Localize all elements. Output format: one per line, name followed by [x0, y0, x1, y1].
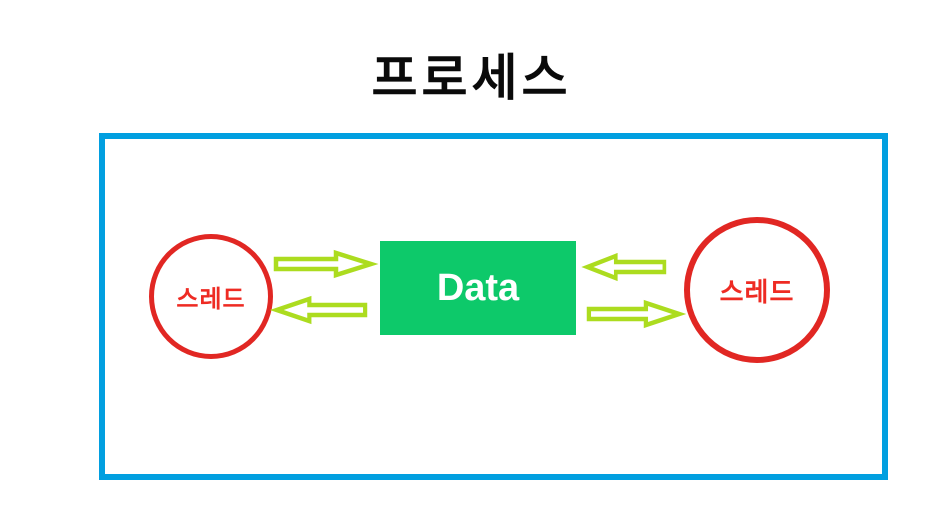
- arrow-right-thread-to-data-icon: [581, 252, 667, 282]
- left-thread-label: 스레드: [176, 286, 246, 313]
- process-boundary-box: [99, 133, 888, 480]
- right-thread-circle: 스레드: [684, 217, 830, 363]
- arrow-data-to-left-thread-icon: [269, 295, 368, 325]
- diagram-title: 프로세스: [371, 50, 572, 106]
- right-thread-label: 스레드: [719, 276, 795, 307]
- left-thread-circle: 스레드: [149, 234, 273, 359]
- arrow-left-thread-to-data-icon: [273, 249, 379, 279]
- data-box-label: Data: [436, 266, 520, 309]
- data-box: Data: [380, 241, 576, 335]
- arrow-data-to-right-thread-icon: [586, 299, 687, 329]
